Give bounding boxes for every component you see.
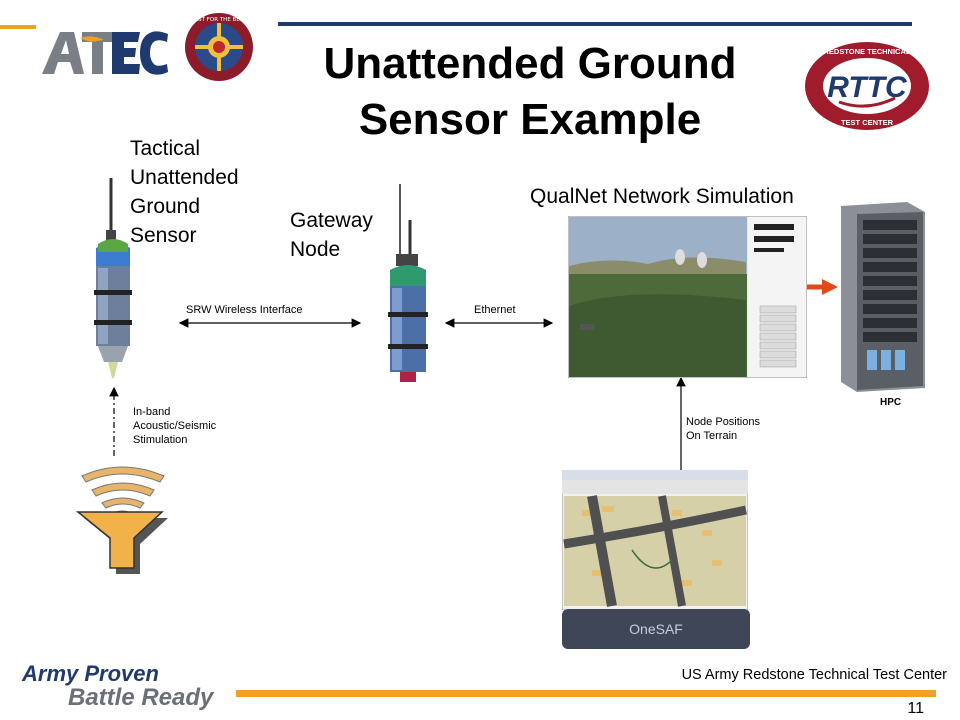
footer-tagline-1: Army Proven [22,661,159,686]
gateway-device [388,184,428,382]
title-line-1: Unattended Ground [323,39,737,88]
gateway-label-line: Node [290,238,341,261]
svg-text:TEST CENTER: TEST CENTER [841,118,894,127]
onesaf-label: OneSAF [562,609,750,649]
inband-label: In-band Acoustic/Seismic Stimulation [133,405,216,447]
tugs-label: Tactical Unattended Ground Sensor [130,134,239,250]
node-positions-label: Node Positions On Terrain [686,415,760,443]
node-positions-line: On Terrain [686,430,738,442]
sensor-device [94,178,132,378]
acoustic-source-icon [75,466,168,574]
svg-text:TEST FOR THE BEST: TEST FOR THE BEST [190,17,247,23]
tugs-label-line: Ground [130,195,201,218]
tugs-label-line: Tactical [130,137,201,160]
atec-logo [42,31,168,75]
gateway-label-line: Gateway [290,209,373,232]
tugs-label-line: Sensor [130,224,197,247]
title-line-2: Sensor Example [358,95,702,144]
test-seal-logo: TEST FOR THE BEST [185,13,253,81]
qualnet-screenshot [568,216,807,378]
qualnet-label: QualNet Network Simulation [530,185,794,208]
inband-label-line: Acoustic/Seismic [133,420,217,432]
footer-org: US Army Redstone Technical Test Center [681,667,947,683]
footer-tagline-2: Battle Ready [68,684,214,711]
page-number: 11 [907,700,924,717]
rttc-logo: RTTC REDSTONE TECHNICAL TEST CENTER [805,42,929,130]
ethernet-label: Ethernet [474,304,516,316]
hpc-label: HPC [880,397,902,408]
gateway-label: Gateway Node [290,206,373,264]
srw-label: SRW Wireless Interface [186,304,303,316]
node-positions-line: Node Positions [686,416,760,428]
onesaf-screenshot [562,470,748,610]
inband-label-line: In-band [133,406,171,418]
server-rack [841,202,925,392]
red-arrow-icon [822,279,838,295]
slide-title: Unattended Ground Sensor Example [270,36,790,148]
svg-text:REDSTONE TECHNICAL: REDSTONE TECHNICAL [824,47,911,56]
tugs-label-line: Unattended [130,166,239,189]
inband-label-line: Stimulation [133,434,188,446]
